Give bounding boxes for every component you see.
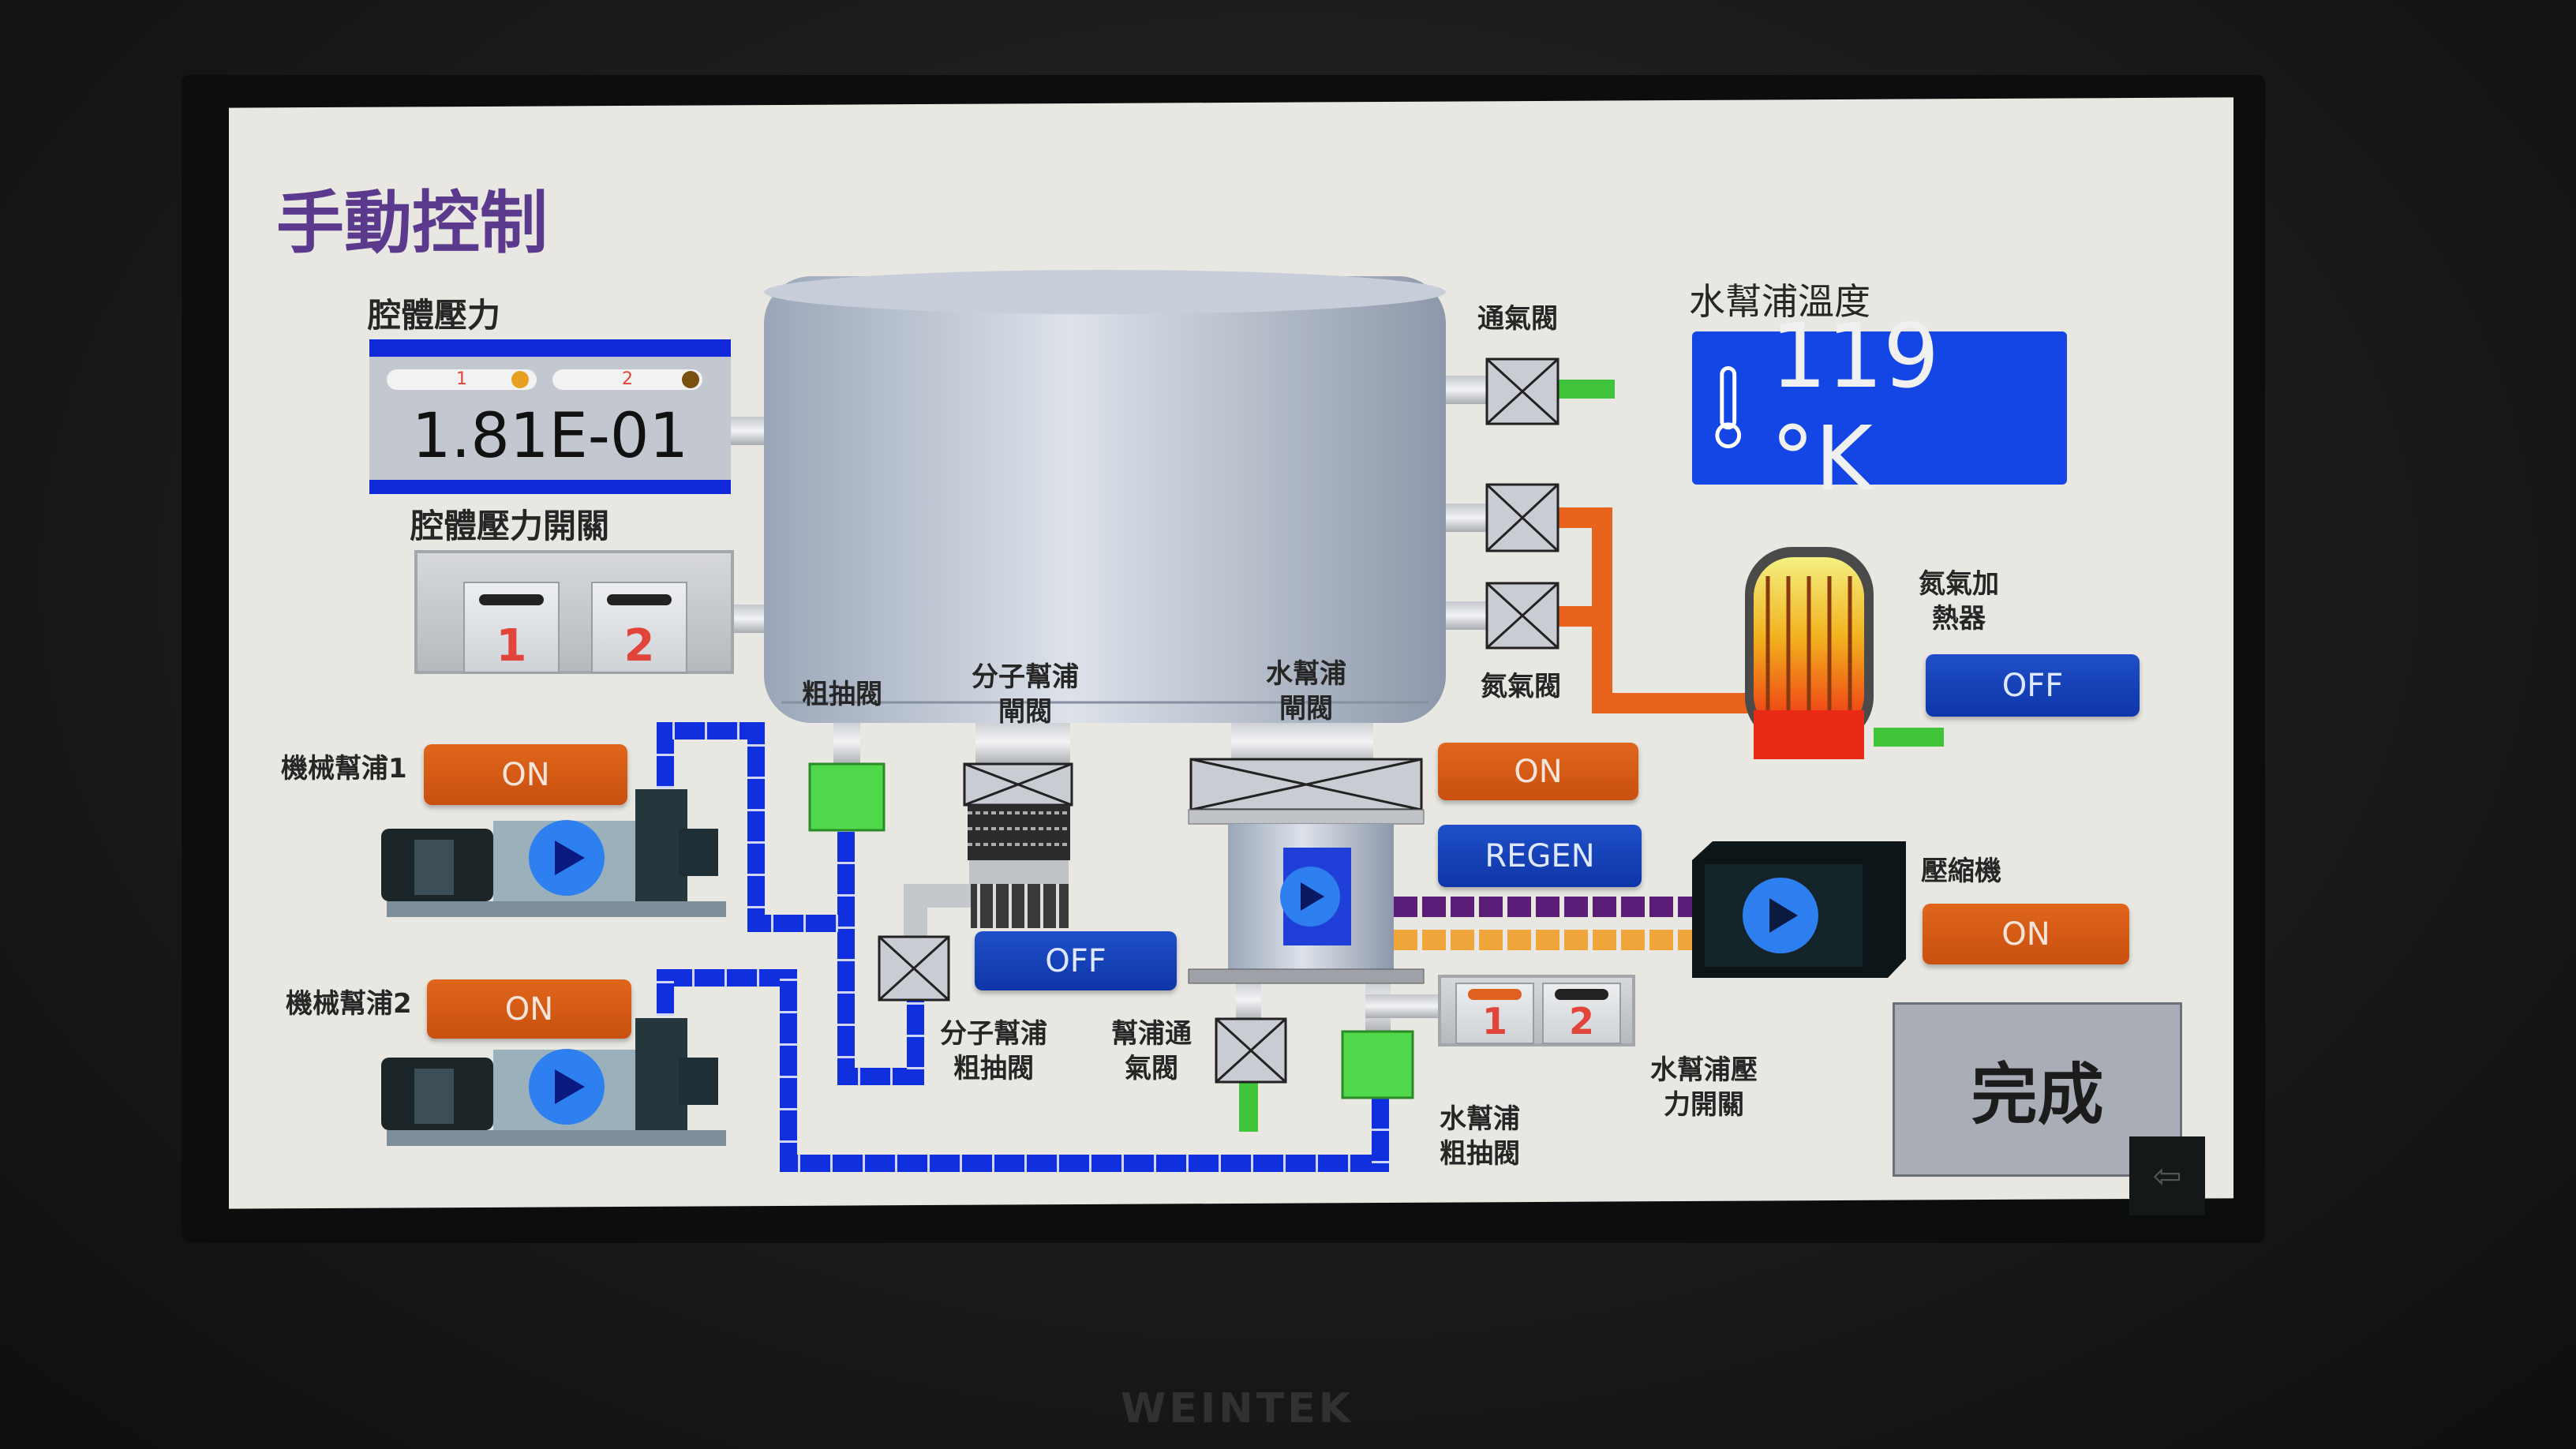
turbo-roughing-valve-label: 分子幫浦粗抽閥	[940, 1018, 1047, 1084]
cryo-run-icon	[1280, 867, 1340, 927]
key-1-label: 1	[496, 620, 527, 672]
nitrogen-heater-label: 氮氣加熱器	[1919, 568, 1999, 635]
cryo-pump	[1188, 809, 1425, 984]
cryo-gate-valve-label: 水幫浦閘閥	[1266, 658, 1346, 724]
nitrogen-valve-label: 氮氣閥	[1481, 671, 1561, 702]
cryo-switch-key-1[interactable]: 1	[1455, 983, 1534, 1044]
turbo-roughing-valve	[878, 935, 950, 1002]
nitrogen-pipes	[1558, 507, 1748, 713]
vent-valve-label: 通氣閥	[1477, 303, 1558, 335]
cryo-gate-valve	[1189, 758, 1423, 811]
vent-pipes	[1239, 380, 1944, 1132]
bezel-logo: WEINTEK	[1121, 1385, 1354, 1432]
cryo-pump-on-button[interactable]: ON	[1438, 743, 1638, 800]
mechanical-pump-2-label: 機械幫浦2	[286, 988, 412, 1020]
roughing-valve-open	[808, 762, 886, 832]
pump-vent-valve	[1215, 1017, 1287, 1084]
cryo-pressure-switch-panel: 1 2	[1438, 975, 1635, 1046]
compressor-run-icon	[1743, 878, 1818, 953]
compressor-label: 壓縮機	[1921, 856, 2001, 887]
turbo-pump	[968, 805, 1070, 928]
key-2-label: 2	[623, 620, 655, 672]
pump-vent-valve-label: 幫浦通氣閥	[1111, 1018, 1192, 1084]
chamber-pressure-label: 腔體壓力	[368, 296, 501, 335]
compressor-on-button[interactable]: ON	[1923, 904, 2129, 964]
nitrogen-heater-off-button[interactable]: OFF	[1926, 654, 2140, 717]
mechanical-pump-1-on-button[interactable]: ON	[424, 744, 627, 805]
valves	[878, 358, 1559, 1084]
compressor-lines	[1394, 897, 1694, 950]
page-title: 手動控制	[276, 184, 548, 263]
key-2-label: 2	[1568, 1000, 1594, 1043]
cryo-pressure-switch-label: 水幫浦壓力開關	[1650, 1054, 1758, 1121]
turbo-gate-valve-label: 分子幫浦閘閥	[972, 661, 1079, 728]
pump-2-run-icon	[529, 1049, 605, 1125]
thermometer-icon	[1715, 365, 1742, 449]
cryo-switch-key-2[interactable]: 2	[1542, 983, 1621, 1044]
vacuum-chamber	[764, 270, 1446, 723]
nitrogen-heater	[1745, 547, 1874, 759]
chamber-pressure-switch-panel: 1 2	[414, 550, 734, 674]
cryo-roughing-valve-open	[1341, 1030, 1414, 1099]
chamber-pressure-switch-label: 腔體壓力開關	[410, 507, 610, 545]
cryo-temperature-label: 水幫浦溫度	[1689, 280, 1870, 323]
gauge-2-indicator: 2	[552, 369, 702, 390]
cryo-regen-button[interactable]: REGEN	[1438, 825, 1642, 887]
chamber-pressure-display: 1 2 1.81E-01	[369, 339, 731, 494]
cryo-temperature-display: 119 °K	[1692, 305, 2067, 511]
nitrogen-valve-1	[1485, 483, 1559, 552]
cryo-roughing-valve-label: 水幫浦粗抽閥	[1440, 1103, 1520, 1170]
gauge-2-led	[682, 371, 699, 388]
roughing-valve-label: 粗抽閥	[802, 679, 882, 710]
key-1-label: 1	[1481, 1000, 1507, 1043]
gauge-1-led	[511, 371, 529, 388]
run-indicators	[529, 820, 1818, 1125]
nitrogen-valve-2	[1485, 582, 1559, 650]
chamber-switch-key-2[interactable]: 2	[591, 582, 687, 673]
vacuum-pipes	[657, 722, 1389, 1172]
vent-valve	[1485, 358, 1559, 425]
stub-pipes	[731, 376, 1490, 1034]
cryo-temperature-value: 119 °K	[1770, 305, 1940, 511]
mechanical-pump-1-label: 機械幫浦1	[281, 753, 407, 784]
back-arrow-icon[interactable]: ⇦	[2129, 1136, 2205, 1215]
pump-1-run-icon	[529, 820, 605, 896]
turbo-gate-valve	[963, 762, 1073, 807]
mechanical-pump-2-on-button[interactable]: ON	[427, 979, 631, 1039]
turbo-pump-off-button[interactable]: OFF	[975, 931, 1177, 990]
chamber-pressure-value: 1.81E-01	[411, 401, 689, 472]
chamber-switch-key-1[interactable]: 1	[463, 582, 560, 673]
